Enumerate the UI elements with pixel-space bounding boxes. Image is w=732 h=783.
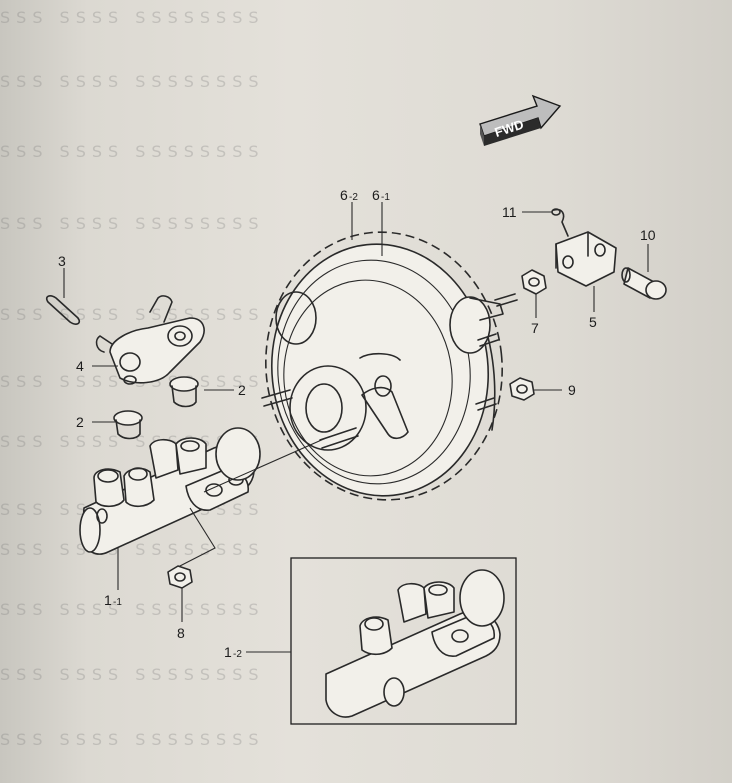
seal-ring-drawing xyxy=(45,295,81,325)
clevis-pin-drawing xyxy=(621,267,667,300)
callout-labels: 3 4 2 2 1 -1 8 1 -2 6 -2 6 -1 11 10 7 5 … xyxy=(58,187,656,660)
callout-1-2: 1 xyxy=(224,644,232,660)
master-cylinder-drawing xyxy=(79,427,327,569)
grommet-upper-drawing xyxy=(169,376,199,408)
nut-7-drawing xyxy=(521,269,547,295)
bleed-through-row: SSS SSSS SSSSSSSS xyxy=(0,600,265,618)
clevis-yoke-drawing xyxy=(555,231,617,287)
leader-lines xyxy=(63,202,649,653)
grommet-lower-drawing xyxy=(113,410,143,440)
nut-8-drawing xyxy=(167,565,193,589)
fwd-arrow-icon: FWD xyxy=(479,94,562,146)
bleed-through-row: SSS SSSS SSSSSSSS xyxy=(0,730,265,748)
callout-1-2-suffix: -2 xyxy=(233,649,242,660)
callout-7: 7 xyxy=(531,320,539,336)
nut-9-drawing xyxy=(509,377,535,401)
cotter-pin-drawing xyxy=(551,208,569,237)
brake-booster-drawing xyxy=(261,231,518,501)
bleed-through-row: SSS SSSS SSSSSSSS xyxy=(0,214,265,232)
inset-box xyxy=(290,557,517,725)
callout-11: 11 xyxy=(502,204,517,220)
callout-6-2: 6 xyxy=(340,187,348,203)
callout-6-1: 6 xyxy=(372,187,380,203)
bleed-through-row: SSS SSSS SSSSSSSS xyxy=(0,665,265,683)
bleed-through-row: SSS SSSS SSSSSSSS xyxy=(0,540,265,558)
bleed-through-row: SSS SSSS SSSSSSSS xyxy=(0,72,265,90)
callout-4: 4 xyxy=(76,358,84,374)
bleed-through-row: SSS SSSS SSSSSSSS xyxy=(0,8,265,26)
callout-9: 9 xyxy=(568,382,576,398)
bleed-through-row: SSS SSSS SSSSSSSS xyxy=(0,142,265,160)
callout-1-1: 1 xyxy=(104,592,112,608)
callout-6-1-suffix: -1 xyxy=(381,192,390,203)
callout-2-lower: 2 xyxy=(76,414,84,430)
callout-5: 5 xyxy=(589,314,597,330)
callout-1-1-suffix: -1 xyxy=(113,597,122,608)
master-cylinder-variant-drawing xyxy=(325,569,505,718)
callout-2-upper: 2 xyxy=(238,382,246,398)
reservoir-connector-drawing xyxy=(95,295,205,385)
callout-3: 3 xyxy=(58,253,66,269)
callout-6-2-suffix: -2 xyxy=(349,192,358,203)
callout-10: 10 xyxy=(640,227,656,243)
callout-8: 8 xyxy=(177,625,185,641)
